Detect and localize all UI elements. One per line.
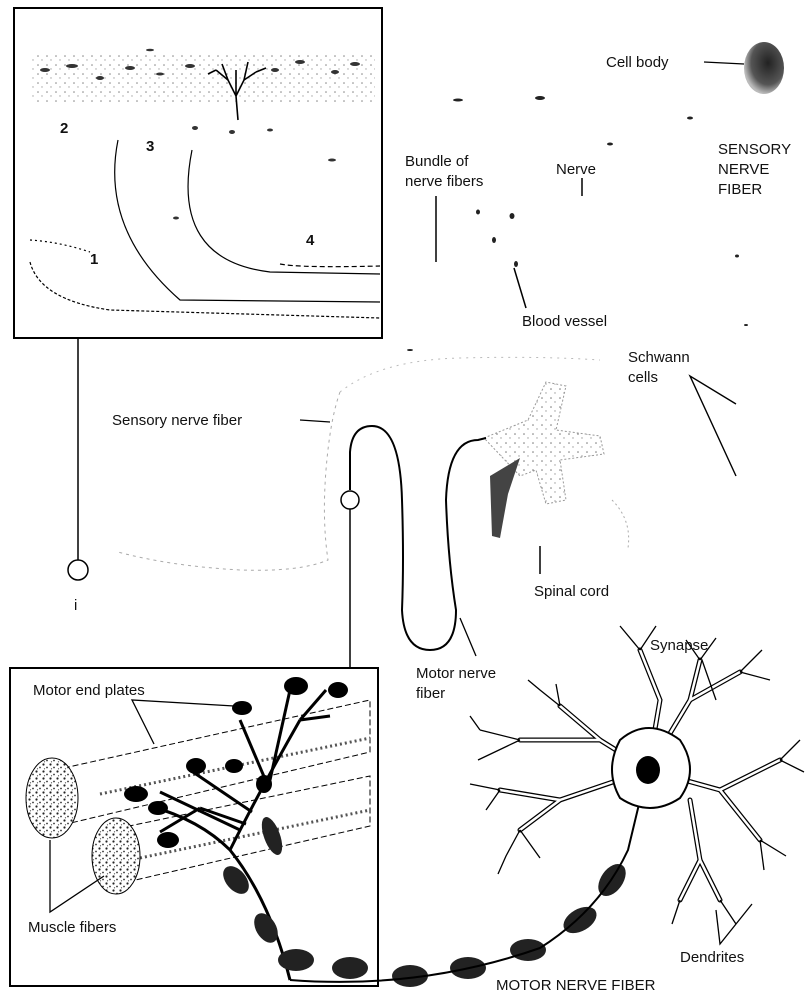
cell-body-leader <box>704 62 744 64</box>
motor-nerve-fiber-title: MOTOR NERVE FIBER <box>496 977 656 994</box>
skin-inset-panel: 2 3 4 1 <box>14 8 382 338</box>
skin-layer-number-4: 4 <box>306 232 315 249</box>
dendrites-leaders <box>716 904 752 944</box>
sensory-title-line2: NERVE <box>718 161 769 178</box>
epidermis-layer <box>30 52 375 104</box>
dendrites-label: Dendrites <box>680 949 744 966</box>
inset-marker-circle <box>68 560 88 580</box>
synapse-label: Synapse <box>650 637 708 654</box>
nerve-label: Nerve <box>556 161 596 178</box>
blood-vessel-leader <box>514 268 526 308</box>
bundle-label-line1: Bundle of <box>405 153 469 170</box>
motor-nerve-fiber-label-line1: Motor nerve <box>416 665 496 682</box>
skin-layer-number-2: 2 <box>60 120 68 137</box>
sensory-title-line3: FIBER <box>718 181 762 198</box>
sensory-nerve-fiber-label: Sensory nerve fiber <box>112 412 242 429</box>
motor-end-plates-label: Motor end plates <box>33 682 145 699</box>
cell-body-shape <box>744 42 784 94</box>
fiber-marker-circle <box>341 491 359 509</box>
schwann-label-line2: cells <box>628 369 658 386</box>
neuron-nucleus <box>636 756 660 784</box>
sensory-nerve-region: Cell body Nerve Bundle of nerve fibers B… <box>405 42 791 351</box>
bundle-label-line2: nerve fibers <box>405 173 483 190</box>
sensory-title-line1: SENSORY <box>718 141 791 158</box>
blood-vessel-label: Blood vessel <box>522 313 607 330</box>
muscle-inset-panel: Motor end plates Muscle fibers <box>10 668 378 986</box>
schwann-label-line1: Schwann <box>628 349 690 366</box>
motor-nerve-fiber-loop <box>350 426 486 650</box>
muscle-fiber-2-end <box>92 818 140 894</box>
motor-fiber-leader <box>460 618 476 656</box>
skin-layer-number-1: 1 <box>90 251 98 268</box>
muscle-fiber-1-end <box>26 758 78 838</box>
muscle-fibers-label: Muscle fibers <box>28 919 116 936</box>
inset-marker-label: i <box>74 597 77 614</box>
schwann-leaders <box>690 376 736 476</box>
spinal-cord-label: Spinal cord <box>534 583 609 600</box>
skin-layer-number-3: 3 <box>146 138 154 155</box>
motor-nerve-fiber-label-line2: fiber <box>416 685 445 702</box>
cell-body-label: Cell body <box>606 54 669 71</box>
spinal-cord-root <box>490 458 520 538</box>
spinal-cord-region: Spinal cord <box>118 357 629 600</box>
sensory-fiber-leader <box>300 420 330 422</box>
